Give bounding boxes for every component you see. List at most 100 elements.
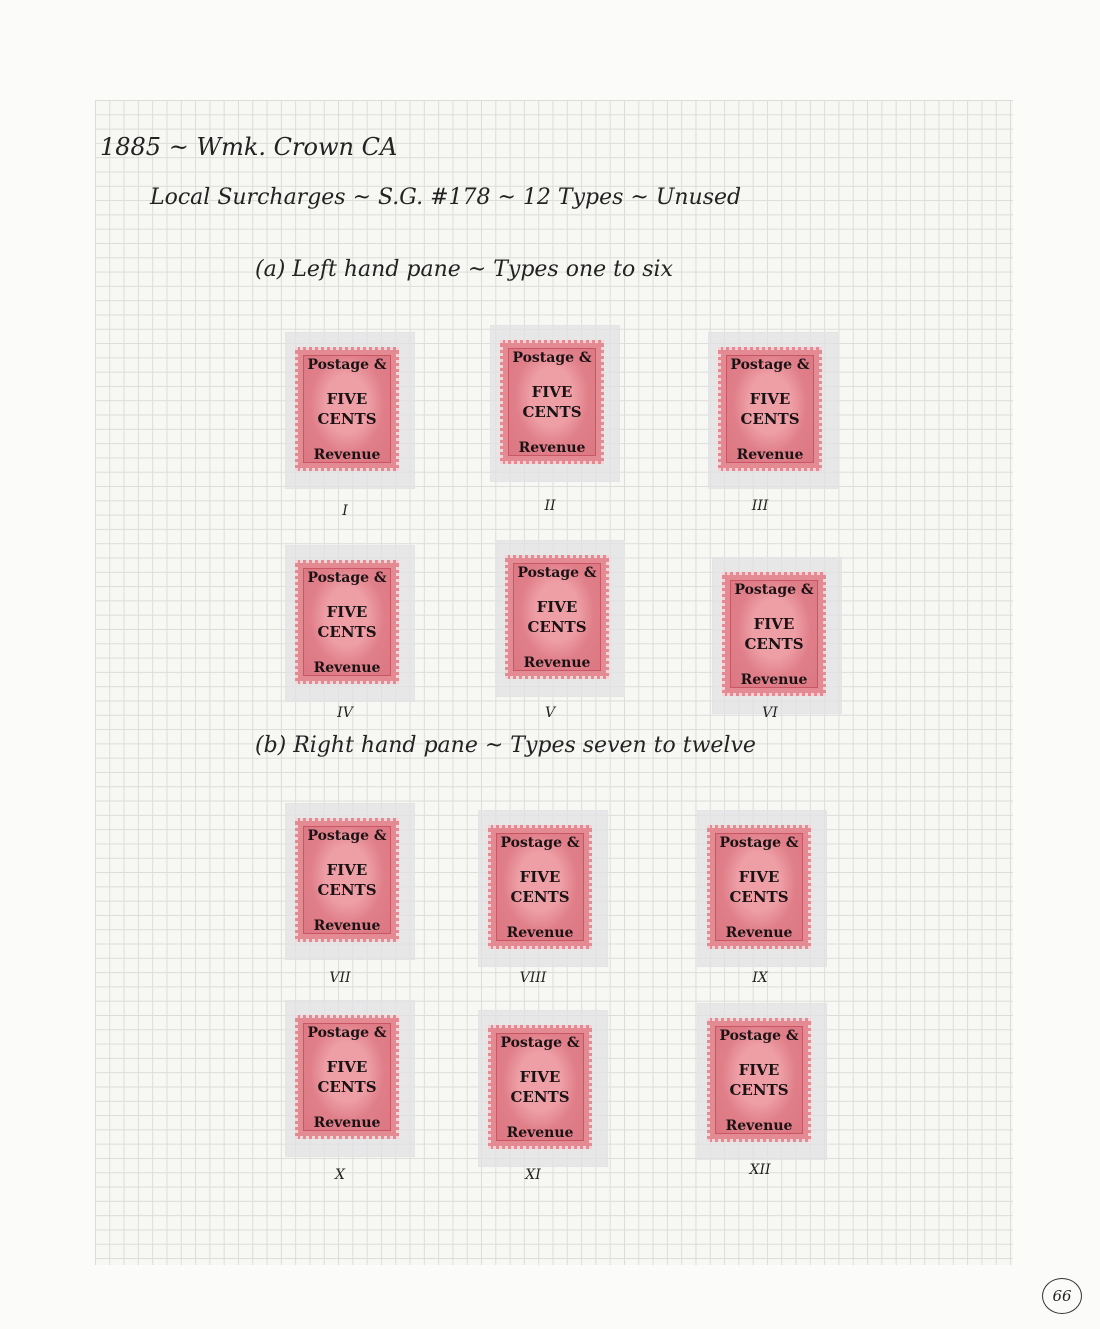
- stamp-design: [303, 1023, 391, 1131]
- stamp: Postage & FIVE CENTS Revenue: [295, 347, 399, 471]
- overprint-line: CENTS: [740, 410, 800, 428]
- stamp-design: [715, 833, 803, 941]
- stamp: Postage & FIVE CENTS Revenue: [707, 825, 811, 949]
- stamp-type-label: III: [751, 498, 769, 514]
- stamp-design: [715, 1026, 803, 1134]
- overprint-line: FIVE: [326, 390, 368, 408]
- stamp: Postage & FIVE CENTS Revenue: [488, 825, 592, 949]
- stamp: Postage & FIVE CENTS Revenue: [722, 572, 826, 696]
- stamp-type-label: VI: [762, 705, 778, 721]
- overprint-line: Revenue: [313, 918, 381, 934]
- stamp-design: [513, 563, 601, 671]
- stamp: Postage & FIVE CENTS Revenue: [500, 340, 604, 464]
- stamp: Postage & FIVE CENTS Revenue: [718, 347, 822, 471]
- overprint-line: Postage &: [307, 357, 387, 373]
- overprint-line: Revenue: [506, 925, 574, 941]
- stamp-mount: Postage & FIVE CENTS Revenue: [490, 325, 620, 482]
- stamp-mount: Postage & FIVE CENTS Revenue: [285, 332, 415, 489]
- stamp-design: [508, 348, 596, 456]
- overprint-line: Postage &: [512, 350, 592, 366]
- stamp-type-label: II: [544, 498, 556, 514]
- stamp-mount: Postage & FIVE CENTS Revenue: [285, 545, 415, 702]
- overprint-line: Revenue: [518, 440, 586, 456]
- stamp-mount: Postage & FIVE CENTS Revenue: [478, 1010, 608, 1167]
- page-title: 1885 ~ Wmk. Crown CA: [100, 133, 398, 161]
- overprint-line: FIVE: [738, 1061, 780, 1079]
- stamp-type-label: XI: [525, 1167, 541, 1183]
- overprint-line: FIVE: [531, 383, 573, 401]
- overprint-line: CENTS: [729, 1081, 789, 1099]
- stamp-type-label: IV: [337, 705, 353, 721]
- overprint-line: CENTS: [510, 1088, 570, 1106]
- overprint-line: Postage &: [719, 1028, 799, 1044]
- overprint-line: CENTS: [527, 618, 587, 636]
- stamp: Postage & FIVE CENTS Revenue: [505, 555, 609, 679]
- stamp-type-label: VIII: [519, 970, 547, 986]
- stamp-type-label: VII: [329, 970, 351, 986]
- overprint-line: Postage &: [500, 835, 580, 851]
- overprint-line: Postage &: [307, 570, 387, 586]
- overprint-line: FIVE: [326, 861, 368, 879]
- stamp-design: [496, 1033, 584, 1141]
- overprint-line: Revenue: [313, 660, 381, 676]
- overprint-line: CENTS: [317, 881, 377, 899]
- overprint-line: FIVE: [753, 615, 795, 633]
- overprint-line: FIVE: [326, 1058, 368, 1076]
- section-a-heading: (a) Left hand pane ~ Types one to six: [255, 257, 673, 282]
- stamp: Postage & FIVE CENTS Revenue: [295, 1015, 399, 1139]
- overprint-line: Postage &: [517, 565, 597, 581]
- stamp-design: [726, 355, 814, 463]
- overprint-line: Revenue: [725, 1118, 793, 1134]
- overprint-line: FIVE: [536, 598, 578, 616]
- stamp-type-label: IX: [752, 970, 768, 986]
- overprint-line: Revenue: [313, 1115, 381, 1131]
- overprint-line: Revenue: [506, 1125, 574, 1141]
- page-subtitle: Local Surcharges ~ S.G. #178 ~ 12 Types …: [150, 185, 742, 210]
- overprint-line: Postage &: [307, 828, 387, 844]
- overprint-line: Revenue: [313, 447, 381, 463]
- overprint-line: Postage &: [730, 357, 810, 373]
- stamp-design: [303, 568, 391, 676]
- stamp-mount: Postage & FIVE CENTS Revenue: [697, 1003, 827, 1160]
- overprint-line: FIVE: [749, 390, 791, 408]
- overprint-line: FIVE: [738, 868, 780, 886]
- overprint-line: CENTS: [510, 888, 570, 906]
- overprint-line: Revenue: [740, 672, 808, 688]
- stamp-mount: Postage & FIVE CENTS Revenue: [478, 810, 608, 967]
- overprint-line: CENTS: [317, 410, 377, 428]
- overprint-line: CENTS: [522, 403, 582, 421]
- overprint-line: FIVE: [519, 868, 561, 886]
- overprint-line: Postage &: [500, 1035, 580, 1051]
- stamp-mount: Postage & FIVE CENTS Revenue: [712, 557, 842, 714]
- overprint-line: CENTS: [729, 888, 789, 906]
- overprint-line: Postage &: [734, 582, 814, 598]
- overprint-line: Revenue: [523, 655, 591, 671]
- stamp-design: [496, 833, 584, 941]
- stamp-type-label: X: [335, 1167, 345, 1183]
- stamp: Postage & FIVE CENTS Revenue: [295, 818, 399, 942]
- section-b-heading: (b) Right hand pane ~ Types seven to twe…: [255, 733, 756, 758]
- stamp: Postage & FIVE CENTS Revenue: [295, 560, 399, 684]
- overprint-line: CENTS: [744, 635, 804, 653]
- overprint-line: Postage &: [719, 835, 799, 851]
- stamp-design: [303, 826, 391, 934]
- stamp: Postage & FIVE CENTS Revenue: [707, 1018, 811, 1142]
- stamp-type-label: V: [544, 705, 556, 721]
- overprint-line: Revenue: [736, 447, 804, 463]
- stamp-design: [303, 355, 391, 463]
- stamp-mount: Postage & FIVE CENTS Revenue: [285, 803, 415, 960]
- overprint-line: Revenue: [725, 925, 793, 941]
- stamp-mount: Postage & FIVE CENTS Revenue: [708, 332, 838, 489]
- overprint-line: CENTS: [317, 1078, 377, 1096]
- page-number: 66: [1042, 1278, 1082, 1314]
- stamp-type-label: I: [342, 503, 348, 519]
- overprint-line: FIVE: [519, 1068, 561, 1086]
- stamp-design: [730, 580, 818, 688]
- overprint-line: FIVE: [326, 603, 368, 621]
- stamp-type-label: XII: [749, 1162, 771, 1178]
- stamp-mount: Postage & FIVE CENTS Revenue: [285, 1000, 415, 1157]
- overprint-line: Postage &: [307, 1025, 387, 1041]
- stamp-mount: Postage & FIVE CENTS Revenue: [495, 540, 625, 697]
- stamp-mount: Postage & FIVE CENTS Revenue: [697, 810, 827, 967]
- overprint-line: CENTS: [317, 623, 377, 641]
